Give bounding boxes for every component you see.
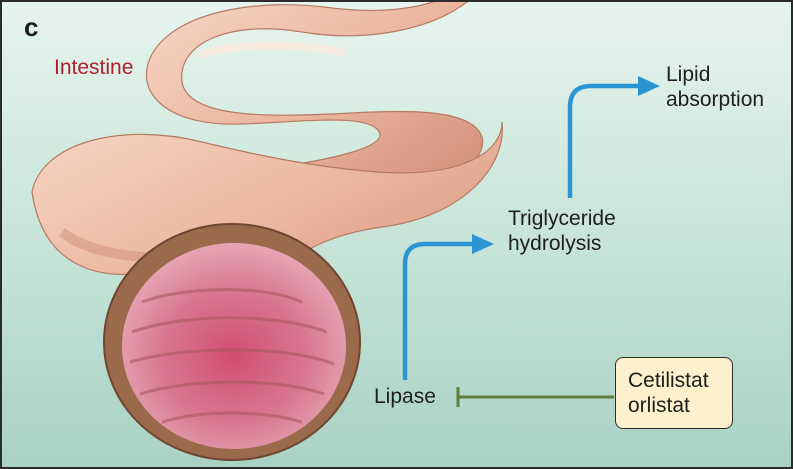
intestine-lumen [122, 243, 346, 449]
lipid-absorption-label-line-1: Lipid [666, 62, 764, 87]
inhibitor-line-1: Cetilistat [628, 368, 732, 393]
triglyceride-hydrolysis-label-line-2: hydrolysis [508, 231, 616, 256]
lipid-absorption-label-line-2: absorption [666, 87, 764, 112]
triglyceride-hydrolysis-label-line-1: Triglyceride [508, 206, 616, 231]
panel-letter: c [24, 14, 38, 40]
triglyceride-hydrolysis-label: Triglyceride hydrolysis [508, 206, 616, 256]
intestine-label: Intestine [54, 57, 133, 78]
lipid-absorption-label: Lipid absorption [666, 62, 764, 112]
inhibitor-line-2: orlistat [628, 393, 732, 418]
lipase-label: Lipase [374, 386, 436, 407]
inhibitor-box: Cetilistat orlistat [615, 357, 733, 429]
